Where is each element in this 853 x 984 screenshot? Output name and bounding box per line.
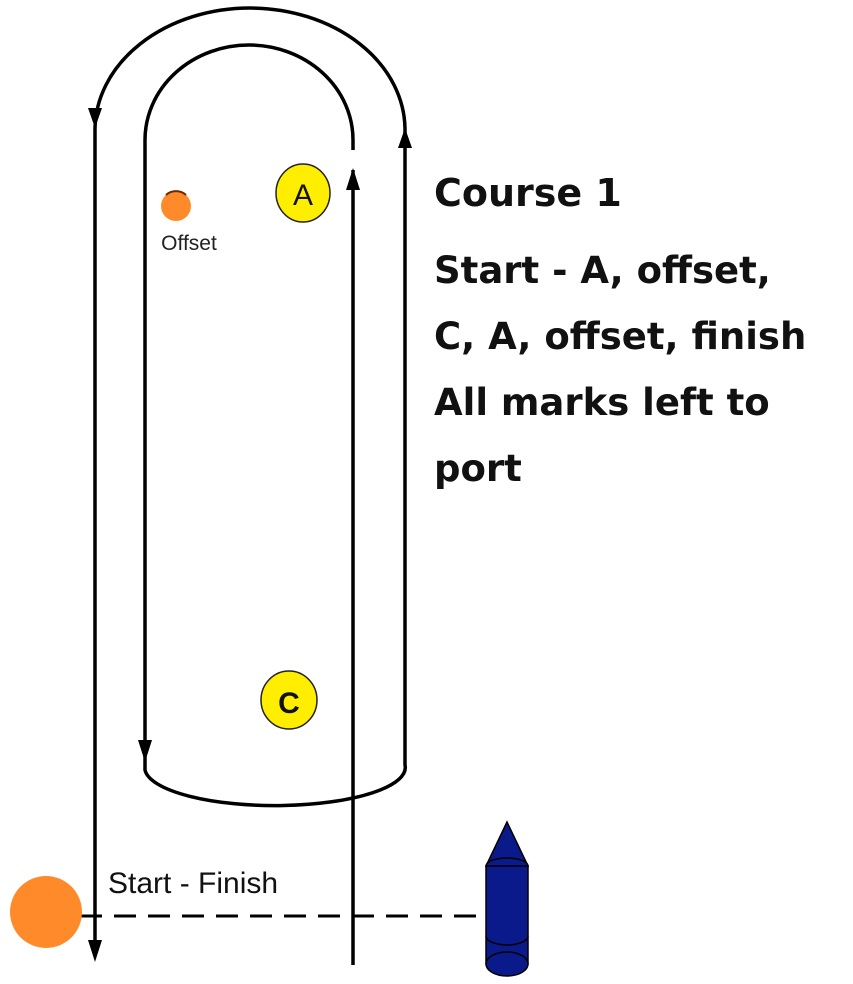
course-instructions: Course 1 Start - A, offset, C, A, offset… <box>434 160 849 502</box>
arrowhead-start-up <box>346 168 360 190</box>
arrowhead-outer-up <box>398 128 412 148</box>
arrowhead-inner-down <box>138 740 152 762</box>
pin-end-buoy <box>10 876 82 948</box>
mark-a-buoy <box>275 163 331 223</box>
mark-c: C <box>260 670 318 730</box>
mark-c-buoy <box>260 670 318 730</box>
course-line-3: All marks left to <box>434 381 770 424</box>
course-inner-loop <box>143 43 408 808</box>
arrowhead-outer-down-top <box>88 108 102 128</box>
mark-a-label: A <box>293 179 313 212</box>
committee-boat <box>484 820 530 977</box>
arrowhead-outer-down-bottom <box>88 940 102 962</box>
offset-buoy <box>161 191 191 221</box>
course-outer-loop <box>93 6 407 940</box>
mark-a: A <box>275 163 331 223</box>
start-finish-label: Start - Finish <box>108 867 278 900</box>
mark-c-label: C <box>278 687 300 720</box>
course-line-1: Start - A, offset, <box>434 249 771 292</box>
course-title: Course 1 <box>434 171 622 215</box>
offset-label: Offset <box>161 232 217 255</box>
course-line-4: port <box>434 447 522 490</box>
course-line-2: C, A, offset, finish <box>434 315 807 358</box>
offset-mark: Offset <box>161 190 217 255</box>
